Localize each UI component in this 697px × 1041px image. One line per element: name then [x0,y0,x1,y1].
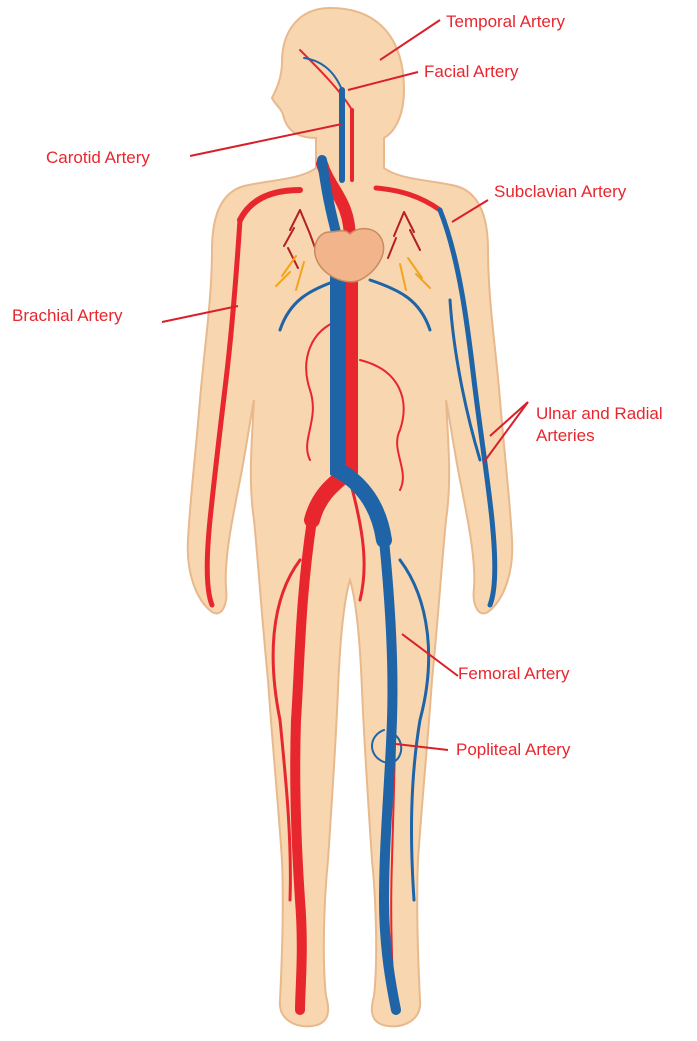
label-ulnar-radial-line2: Arteries [536,426,595,446]
label-facial-artery: Facial Artery [424,62,518,82]
label-femoral-artery: Femoral Artery [458,664,569,684]
label-brachial-artery: Brachial Artery [12,306,123,326]
label-carotid-artery: Carotid Artery [46,148,150,168]
label-popliteal-artery: Popliteal Artery [456,740,570,760]
label-ulnar-radial-line1: Ulnar and Radial [536,404,663,424]
label-subclavian-artery: Subclavian Artery [494,182,626,202]
label-temporal-artery: Temporal Artery [446,12,565,32]
